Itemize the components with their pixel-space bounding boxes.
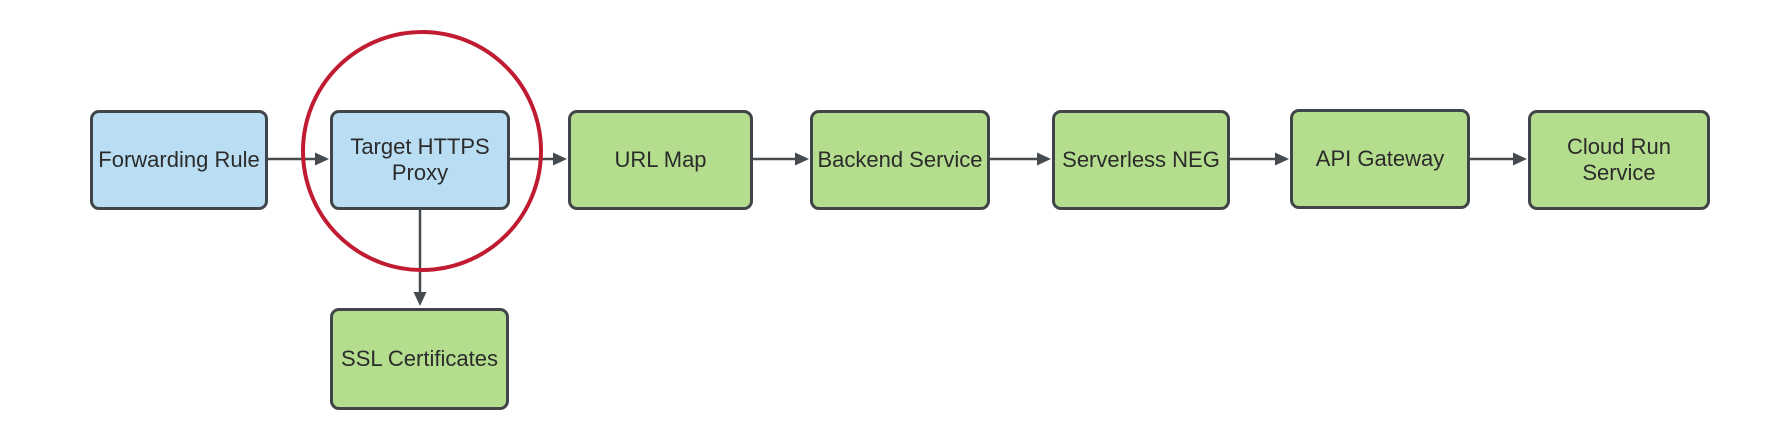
node-cloud-run-service: Cloud Run Service <box>1528 110 1710 210</box>
node-ssl-certificates-label: SSL Certificates <box>341 345 498 371</box>
arrow-backend-service-to-serverless-neg <box>990 152 1051 166</box>
node-backend-service-label: Backend Service <box>817 146 983 172</box>
arrow-forwarding-rule-to-target-https-proxy <box>268 152 329 166</box>
node-backend-service: Backend Service <box>810 110 990 210</box>
node-target-https-proxy-label: Target HTTPS Proxy <box>350 133 490 185</box>
node-cloud-run-service-label: Cloud Run Service <box>1567 133 1671 185</box>
node-api-gateway-label: API Gateway <box>1315 145 1445 171</box>
arrow-serverless-neg-to-api-gateway <box>1230 152 1289 166</box>
arrow-target-https-proxy-to-url-map <box>510 152 567 166</box>
node-serverless-neg: Serverless NEG <box>1052 110 1230 210</box>
node-url-map: URL Map <box>568 110 753 210</box>
node-target-https-proxy: Target HTTPS Proxy <box>330 110 510 210</box>
node-serverless-neg-label: Serverless NEG <box>1062 146 1220 172</box>
node-forwarding-rule-label: Forwarding Rule <box>98 146 260 172</box>
node-api-gateway: API Gateway <box>1290 109 1470 209</box>
arrow-target-https-proxy-to-ssl-certificates <box>413 210 427 306</box>
arrow-url-map-to-backend-service <box>753 152 809 166</box>
node-url-map-label: URL Map <box>614 146 707 172</box>
node-ssl-certificates: SSL Certificates <box>330 308 509 410</box>
node-forwarding-rule: Forwarding Rule <box>90 110 268 210</box>
arrow-api-gateway-to-cloud-run-service <box>1470 152 1527 166</box>
